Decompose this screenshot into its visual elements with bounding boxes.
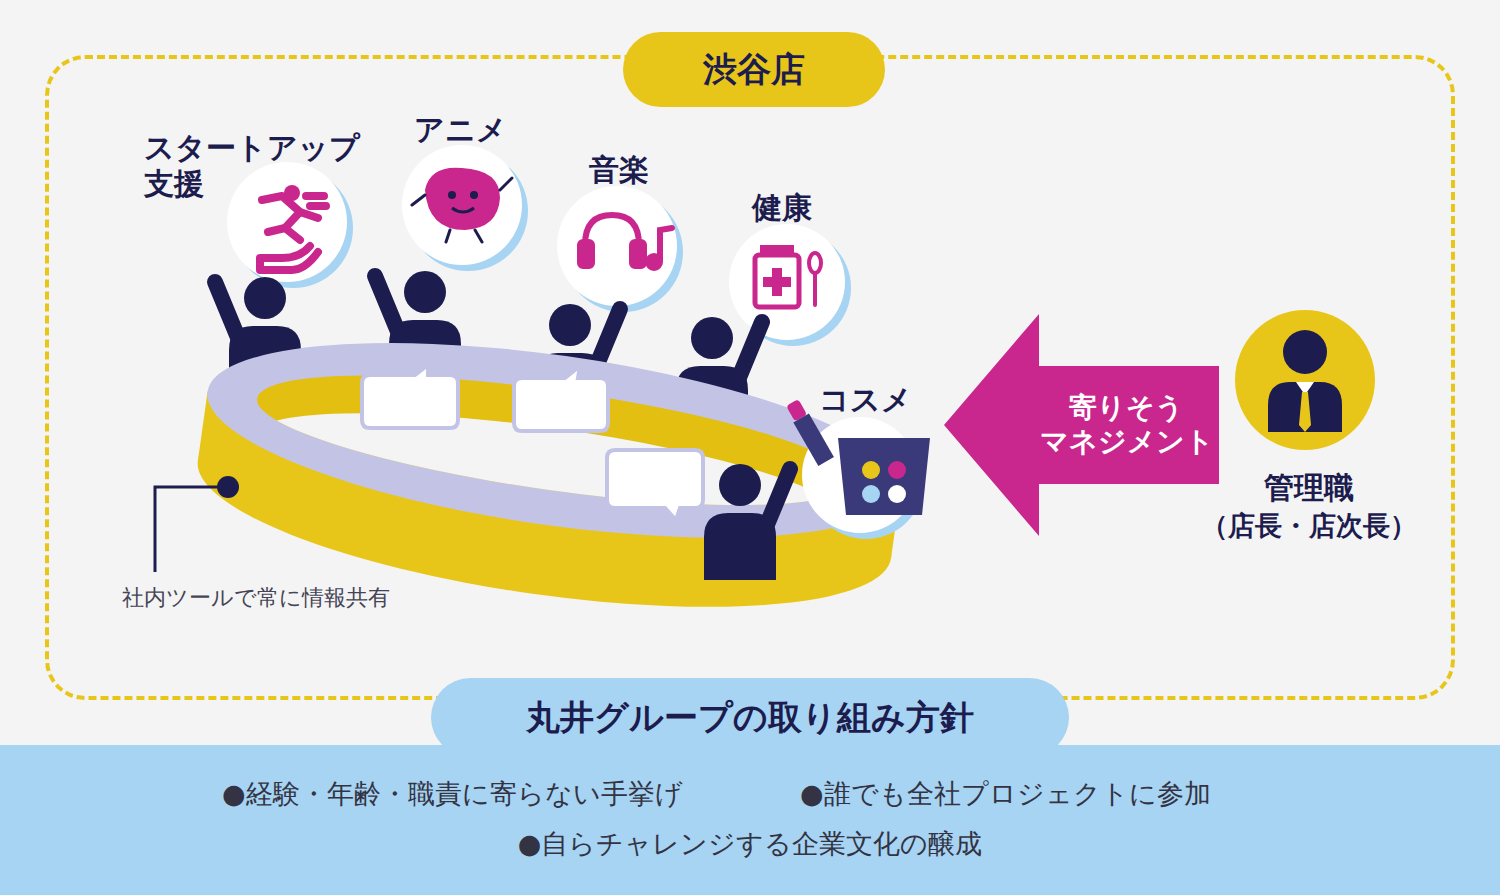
theme-circle: 健康 — [733, 228, 849, 344]
theme-label: 音楽 — [589, 152, 699, 188]
policy-band — [0, 745, 1500, 895]
leader-line — [155, 476, 239, 572]
theme-circle: アニメ — [406, 149, 526, 269]
policy-title: 丸井グループの取り組み方針 — [431, 678, 1069, 757]
note-label: 社内ツールで常に情報共有 — [122, 585, 390, 611]
manager-node: 管理職 （店長・店次長） — [1169, 314, 1449, 564]
theme-label: コスメ — [819, 382, 949, 418]
theme-circle: スタートアップ 支援 — [231, 166, 351, 286]
health-icon — [755, 245, 821, 307]
manager-roles: （店長・店次長） — [1169, 510, 1449, 542]
theme-label: 健康 — [752, 190, 862, 226]
policy-item: ●自らチャレンジする企業文化の醸成 — [518, 828, 983, 860]
theme-circle: コスメ — [806, 421, 922, 537]
anime-icon — [412, 168, 512, 242]
manager-title: 管理職 — [1179, 470, 1439, 506]
person — [704, 464, 790, 580]
arrow-label: 寄りそう マネジメント — [1034, 391, 1219, 458]
management-arrow: 寄りそう マネジメント — [944, 314, 1219, 536]
policy-band: 丸井グループの取り組み方針 ●経験・年齢・職責に寄らない手挙げ ●誰でも全社プロジェ… — [0, 678, 1500, 895]
theme-circle: 音楽 — [561, 190, 681, 310]
speech-bubbles — [362, 365, 703, 520]
region-title: 渋谷店 — [623, 32, 885, 107]
theme-label: スタートアップ 支援 — [144, 130, 369, 202]
policy-item: ●経験・年齢・職責に寄らない手挙げ — [222, 778, 683, 810]
theme-label: アニメ — [414, 112, 554, 148]
music-icon — [580, 215, 672, 268]
policy-item: ●誰でも全社プロジェクトに参加 — [800, 778, 1211, 810]
manager-figure — [1235, 310, 1375, 450]
startup-icon — [260, 185, 326, 270]
